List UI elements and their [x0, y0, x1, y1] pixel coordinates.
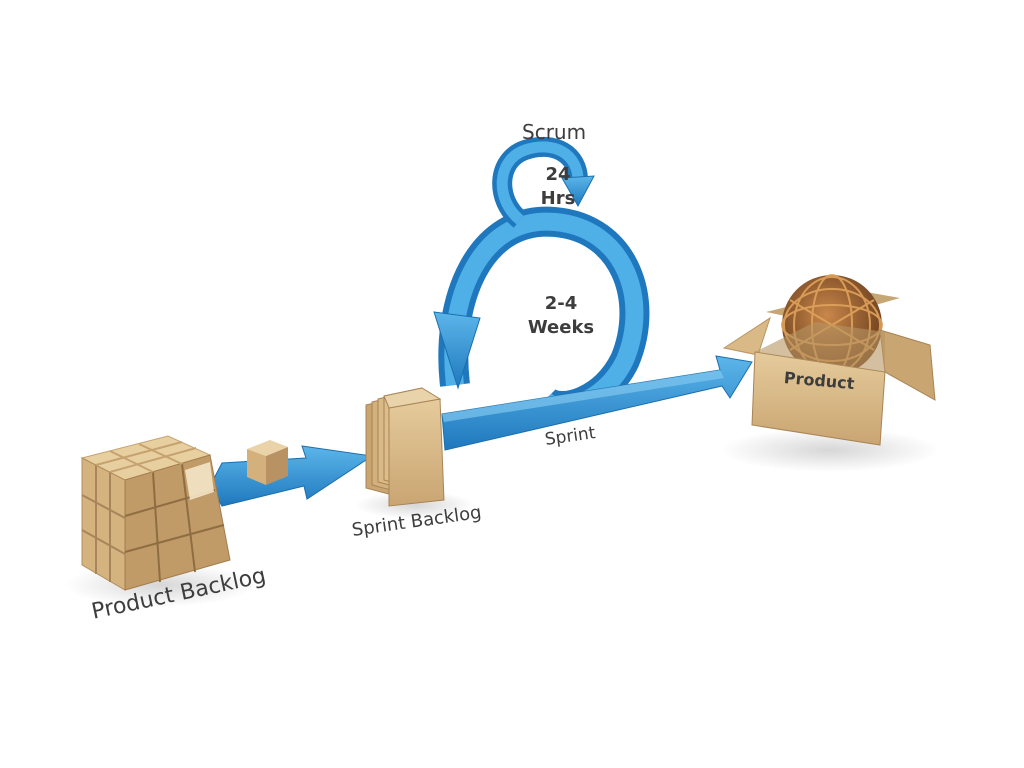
product-backlog-cubes [80, 435, 231, 591]
daily-cycle-label-text: 24 Hrs [540, 164, 576, 209]
sprint-backlog-panels [365, 387, 445, 507]
sprint-cycle-label: 2-4 Weeks [526, 292, 596, 340]
product-shadow [720, 428, 940, 472]
daily-scrum-loop [492, 136, 595, 228]
backlog-to-sprint-arrow [209, 445, 374, 507]
scrum-loop-arrowhead [561, 175, 595, 208]
sprint-loop-arrowhead [433, 311, 481, 390]
sprint-backlog-shadow [355, 491, 475, 519]
single-task-cube [247, 440, 288, 485]
daily-cycle-label: 24 Hrs [532, 163, 584, 211]
sprint-cycle-label-text: 2-4 Weeks [527, 293, 595, 338]
sprint-arrow [441, 355, 753, 451]
product-box [722, 274, 936, 446]
scrum-label: Scrum [522, 120, 587, 144]
